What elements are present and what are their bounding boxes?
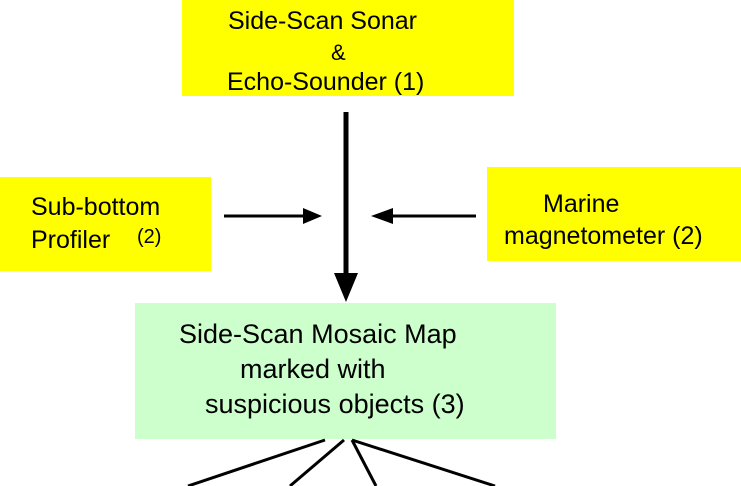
- side-scan-line3: Echo-Sounder (1): [227, 68, 425, 96]
- sub-bottom-profiler-node: [0, 177, 211, 271]
- fan-line-1: [187, 438, 326, 486]
- side-scan-line1: Side-Scan Sonar: [228, 7, 418, 35]
- marine-magnetometer-node: [487, 167, 741, 261]
- sub-bottom-line2: Profiler: [31, 226, 111, 254]
- magnetometer-arrowhead: [371, 208, 393, 224]
- sub-bottom-arrowhead: [303, 208, 322, 224]
- side-scan-sonar-node: [182, 0, 514, 96]
- main-flow-arrowhead: [334, 273, 358, 302]
- magnetometer-line2: magnetometer (2): [504, 222, 703, 250]
- sub-bottom-note: (2): [137, 226, 162, 248]
- sub-bottom-line1: Sub-bottom: [31, 193, 161, 221]
- fan-line-3: [350, 439, 378, 486]
- mosaic-line1: Side-Scan Mosaic Map: [179, 319, 457, 349]
- mosaic-map-node: [135, 303, 556, 439]
- fan-line-2: [289, 438, 345, 486]
- mosaic-line3: suspicious objects (3): [205, 389, 465, 419]
- mosaic-line2: marked with: [240, 354, 386, 384]
- magnetometer-line1: Marine: [543, 190, 620, 218]
- fan-line-4: [351, 438, 496, 486]
- side-scan-line2: &: [331, 40, 346, 65]
